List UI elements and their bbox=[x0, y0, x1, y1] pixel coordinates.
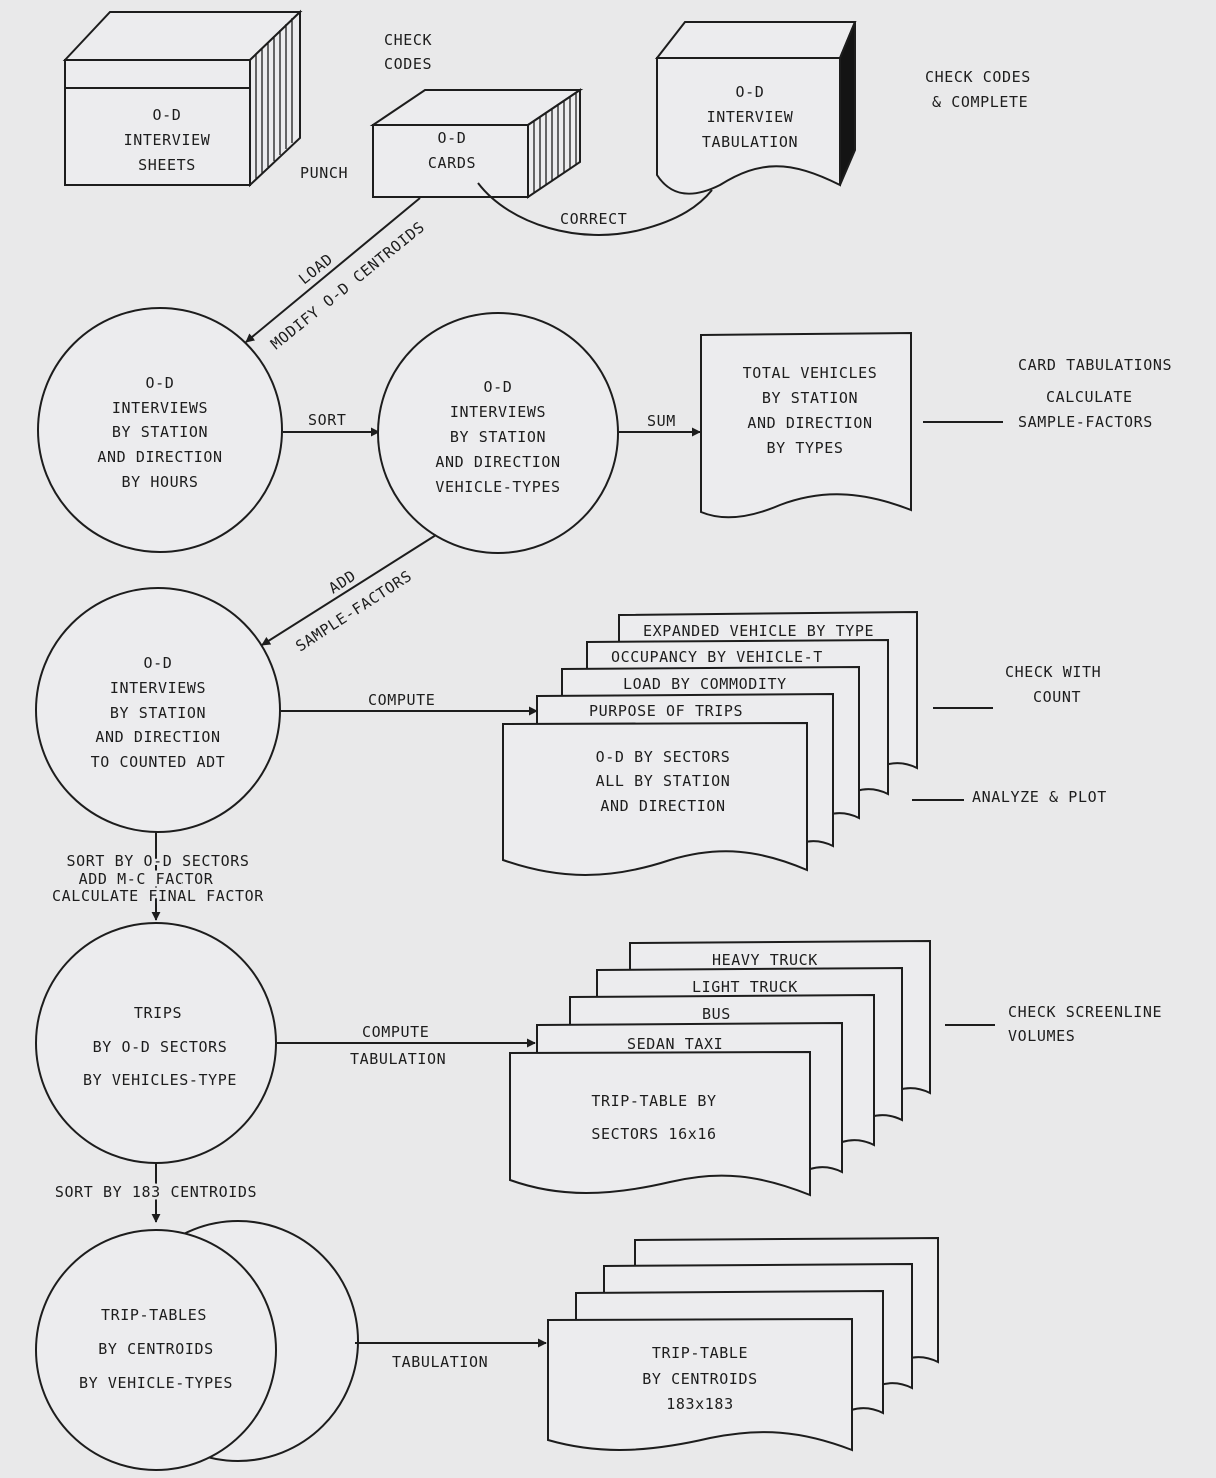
front-centroid-line1: TRIP-TABLE bbox=[652, 1344, 748, 1362]
stack-heavy-truck: HEAVY TRUCK bbox=[712, 951, 818, 969]
modify-centroids-label: MODIFY O-D CENTROIDS bbox=[267, 218, 428, 353]
svg-text:TOTAL VEHICLES: TOTAL VEHICLES bbox=[743, 364, 878, 382]
svg-text:INTERVIEWS: INTERVIEWS bbox=[110, 679, 206, 697]
svg-text:BY CENTROIDS: BY CENTROIDS bbox=[98, 1340, 214, 1358]
box1-line2: INTERVIEW bbox=[124, 131, 211, 149]
correct-label: CORRECT bbox=[560, 210, 627, 228]
svg-text:BY O-D SECTORS: BY O-D SECTORS bbox=[93, 1038, 228, 1056]
svg-text:BY VEHICLE-TYPES: BY VEHICLE-TYPES bbox=[79, 1374, 233, 1392]
svg-text:BY STATION: BY STATION bbox=[762, 389, 858, 407]
svg-text:AND DIRECTION: AND DIRECTION bbox=[95, 728, 220, 746]
svg-text:VEHICLE-TYPES: VEHICLE-TYPES bbox=[435, 478, 560, 496]
svg-text:AND DIRECTION: AND DIRECTION bbox=[747, 414, 872, 432]
sort-label: SORT bbox=[308, 411, 347, 429]
card-tab-line2: CALCULATE bbox=[1046, 388, 1133, 406]
svg-text:TRIPS: TRIPS bbox=[134, 1004, 182, 1022]
front-trip-table-line1: TRIP-TABLE BY bbox=[591, 1092, 716, 1110]
stack-light-truck: LIGHT TRUCK bbox=[692, 978, 798, 996]
compute-label: COMPUTE bbox=[368, 691, 435, 709]
front-od-line2: ALL BY STATION bbox=[596, 772, 731, 790]
stack-label-purpose: PURPOSE OF TRIPS bbox=[589, 702, 743, 720]
front-trip-table-line2: SECTORS 16x16 bbox=[591, 1125, 716, 1143]
svg-text:TRIP-TABLES: TRIP-TABLES bbox=[101, 1306, 207, 1324]
svg-text:INTERVIEWS: INTERVIEWS bbox=[450, 403, 546, 421]
check-complete-line1: CHECK CODES bbox=[925, 68, 1031, 86]
tabulation-box: O-D INTERVIEW TABULATION bbox=[657, 22, 855, 194]
svg-text:BY STATION: BY STATION bbox=[450, 428, 546, 446]
svg-text:BY VEHICLES-TYPE: BY VEHICLES-TYPE bbox=[83, 1071, 237, 1089]
box3-line1: O-D bbox=[736, 83, 765, 101]
box1-line1: O-D bbox=[153, 106, 182, 124]
analyze-label: ANALYZE & PLOT bbox=[972, 788, 1107, 806]
card-tab-line1: CARD TABULATIONS bbox=[1018, 356, 1172, 374]
box1-line3: SHEETS bbox=[138, 156, 196, 174]
stack-label-load: LOAD BY COMMODITY bbox=[623, 675, 787, 693]
cards-box: O-D CARDS bbox=[373, 90, 580, 197]
check-count-line1: CHECK WITH bbox=[1005, 663, 1101, 681]
sort-sectors-line1: SORT BY O-D SECTORS bbox=[67, 852, 250, 870]
sort-centroids-label: SORT BY 183 CENTROIDS bbox=[55, 1183, 257, 1201]
check-codes-line2: CODES bbox=[384, 55, 432, 73]
screenline-line2: VOLUMES bbox=[1008, 1027, 1075, 1045]
add-mc-line: ADD M-C FACTOR bbox=[79, 870, 214, 888]
compute-tab-line2: TABULATION bbox=[350, 1050, 446, 1068]
box3-line2: INTERVIEW bbox=[707, 108, 794, 126]
svg-text:O-D: O-D bbox=[146, 374, 175, 392]
check-complete-line2: & COMPLETE bbox=[932, 93, 1028, 111]
svg-text:O-D: O-D bbox=[144, 654, 173, 672]
punch-label: PUNCH bbox=[300, 164, 348, 182]
add-factors-arrow bbox=[262, 535, 436, 645]
box2-line2: CARDS bbox=[428, 154, 476, 172]
stack-label-expanded: EXPANDED VEHICLE BY TYPE bbox=[643, 622, 874, 640]
box3-line3: TABULATION bbox=[702, 133, 798, 151]
svg-text:AND DIRECTION: AND DIRECTION bbox=[435, 453, 560, 471]
tabulation-label: TABULATION bbox=[392, 1353, 488, 1371]
screenline-line1: CHECK SCREENLINE bbox=[1008, 1003, 1162, 1021]
svg-text:INTERVIEWS: INTERVIEWS bbox=[112, 399, 208, 417]
front-od-line3: AND DIRECTION bbox=[600, 797, 725, 815]
front-centroid-line2: BY CENTROIDS bbox=[642, 1370, 758, 1388]
load-arrow bbox=[246, 198, 420, 342]
svg-text:BY HOURS: BY HOURS bbox=[121, 473, 198, 491]
stack-sedan-taxi: SEDAN TAXI bbox=[627, 1035, 723, 1053]
front-centroid-line3: 183x183 bbox=[666, 1395, 733, 1413]
sum-label: SUM bbox=[647, 412, 676, 430]
stack-label-occupancy: OCCUPANCY BY VEHICLE-T bbox=[611, 648, 823, 666]
svg-text:BY TYPES: BY TYPES bbox=[766, 439, 843, 457]
svg-text:BY STATION: BY STATION bbox=[112, 423, 208, 441]
svg-text:O-D: O-D bbox=[484, 378, 513, 396]
check-count-line2: COUNT bbox=[1033, 688, 1081, 706]
load-label: LOAD bbox=[295, 250, 336, 288]
interview-sheets-box: O-D INTERVIEW SHEETS bbox=[65, 12, 300, 185]
final-factor-line: CALCULATE FINAL FACTOR bbox=[52, 887, 264, 905]
svg-text:TO COUNTED ADT: TO COUNTED ADT bbox=[91, 753, 226, 771]
check-codes-line1: CHECK bbox=[384, 31, 432, 49]
compute-tab-line1: COMPUTE bbox=[362, 1023, 429, 1041]
add-label: ADD bbox=[325, 567, 359, 598]
front-od-line1: O-D BY SECTORS bbox=[596, 748, 731, 766]
card-tab-line3: SAMPLE-FACTORS bbox=[1018, 413, 1153, 431]
box2-line1: O-D bbox=[438, 129, 467, 147]
svg-text:BY STATION: BY STATION bbox=[110, 704, 206, 722]
svg-text:AND DIRECTION: AND DIRECTION bbox=[97, 448, 222, 466]
stack-bus: BUS bbox=[702, 1005, 731, 1023]
